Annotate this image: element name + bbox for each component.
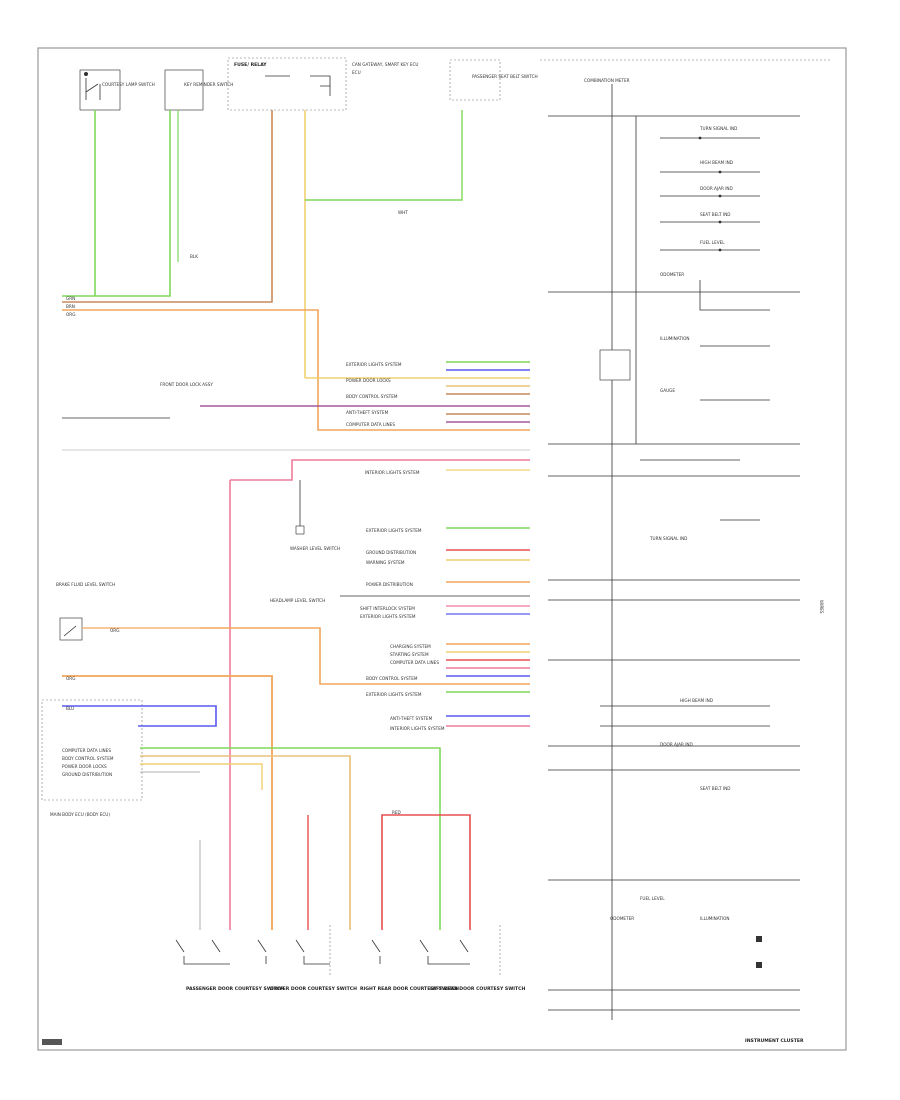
svg-text:ORG: ORG — [110, 628, 119, 633]
can-gateway-box: CAN GATEWAY, SMART KEY ECU ECU — [352, 62, 418, 75]
svg-text:BODY CONTROL SYSTEM: BODY CONTROL SYSTEM — [62, 756, 114, 761]
svg-text:KEY REMINDER SWITCH: KEY REMINDER SWITCH — [184, 82, 233, 87]
svg-text:BODY CONTROL SYSTEM: BODY CONTROL SYSTEM — [346, 394, 398, 399]
svg-text:ILLUMINATION: ILLUMINATION — [660, 336, 690, 341]
svg-text:PASSENGER DOOR COURTESY SWITCH: PASSENGER DOOR COURTESY SWITCH — [186, 986, 284, 992]
courtesy-lamp-switch: COURTESY LAMP SWITCH — [79, 69, 155, 111]
svg-text:ECU: ECU — [352, 70, 361, 75]
svg-text:MAIN BODY ECU (BODY ECU): MAIN BODY ECU (BODY ECU) — [50, 812, 110, 817]
door-switches: PASSENGER DOOR COURTESY SWITCH DRIVER DO… — [175, 925, 525, 992]
svg-text:HEADLAMP LEVEL SWITCH: HEADLAMP LEVEL SWITCH — [270, 598, 325, 603]
key-reminder-switch: KEY REMINDER SWITCH — [164, 69, 233, 111]
svg-text:FRONT DOOR LOCK ASSY: FRONT DOOR LOCK ASSY — [160, 382, 213, 387]
top-left-wires: GRN BRN ORG BLK WHT — [62, 110, 530, 431]
svg-text:DRIVER DOOR COURTESY SWITCH: DRIVER DOOR COURTESY SWITCH — [270, 986, 357, 992]
svg-text:LEFT REAR DOOR COURTESY SWITCH: LEFT REAR DOOR COURTESY SWITCH — [430, 986, 525, 992]
svg-text:BODY CONTROL SYSTEM: BODY CONTROL SYSTEM — [366, 676, 418, 681]
lower-bus: CHARGING SYSTEM STARTING SYSTEM COMPUTER… — [366, 643, 530, 731]
svg-text:DOOR AJAR IND: DOOR AJAR IND — [700, 186, 733, 191]
svg-text:TURN SIGNAL IND: TURN SIGNAL IND — [699, 126, 737, 131]
svg-text:INTERIOR LIGHTS SYSTEM: INTERIOR LIGHTS SYSTEM — [390, 726, 445, 731]
svg-text:BRAKE FLUID LEVEL SWITCH: BRAKE FLUID LEVEL SWITCH — [56, 582, 115, 587]
svg-text:WARNING SYSTEM: WARNING SYSTEM — [366, 560, 405, 565]
svg-text:EXTERIOR LIGHTS SYSTEM: EXTERIOR LIGHTS SYSTEM — [366, 528, 422, 533]
pink-wire-loop: INTERIOR LIGHTS SYSTEM WASHER LEVEL SWIT… — [229, 459, 530, 930]
svg-text:DOOR AJAR IND: DOOR AJAR IND — [660, 742, 693, 747]
svg-text:FUSE/ RELAY: FUSE/ RELAY — [234, 62, 267, 68]
svg-text:BLU: BLU — [66, 706, 74, 711]
svg-text:EXTERIOR LIGHTS SYSTEM: EXTERIOR LIGHTS SYSTEM — [366, 692, 422, 697]
svg-text:RIGHT REAR DOOR COURTESY SWITC: RIGHT REAR DOOR COURTESY SWITCH — [360, 986, 459, 992]
center-bus-lines: EXTERIOR LIGHTS SYSTEM POWER DOOR LOCKS … — [62, 361, 530, 451]
svg-text:EXTERIOR LIGHTS SYSTEM: EXTERIOR LIGHTS SYSTEM — [346, 362, 402, 367]
svg-text:GROUND DISTRIBUTION: GROUND DISTRIBUTION — [62, 772, 112, 777]
main-body-ecu: BLU ORG COMPUTER DATA LINES BODY CONTROL… — [41, 675, 441, 930]
svg-text:GROUND DISTRIBUTION: GROUND DISTRIBUTION — [366, 550, 416, 555]
svg-text:ORG: ORG — [66, 676, 75, 681]
svg-text:GAUGE: GAUGE — [660, 388, 675, 393]
svg-text:COURTESY LAMP SWITCH: COURTESY LAMP SWITCH — [102, 82, 155, 87]
logo-mark — [42, 1039, 62, 1045]
passenger-seat-belt-switch: PASSENGER SEAT BELT SWITCH — [449, 59, 538, 101]
svg-text:BRN: BRN — [66, 304, 75, 309]
svg-text:SEAT BELT IND: SEAT BELT IND — [700, 786, 731, 791]
svg-text:ILLUMINATION: ILLUMINATION — [700, 916, 730, 921]
brake-fluid-level-switch: BRAKE FLUID LEVEL SWITCH ORG — [56, 582, 530, 685]
svg-text:EXTERIOR LIGHTS SYSTEM: EXTERIOR LIGHTS SYSTEM — [360, 614, 416, 619]
svg-text:GRN: GRN — [66, 296, 75, 301]
svg-text:CHARGING SYSTEM: CHARGING SYSTEM — [390, 644, 431, 649]
svg-text:ANTI-THEFT SYSTEM: ANTI-THEFT SYSTEM — [390, 716, 433, 721]
svg-text:COMBINATION METER: COMBINATION METER — [584, 78, 630, 83]
svg-text:POWER DOOR LOCKS: POWER DOOR LOCKS — [62, 764, 107, 769]
svg-text:POWER DOOR LOCKS: POWER DOOR LOCKS — [346, 378, 391, 383]
svg-text:INTERIOR LIGHTS SYSTEM: INTERIOR LIGHTS SYSTEM — [365, 470, 420, 475]
svg-text:POWER DISTRIBUTION: POWER DISTRIBUTION — [366, 582, 413, 587]
svg-text:WIRES: WIRES — [819, 600, 824, 614]
fuse-relay-box: FUSE/ RELAY — [227, 57, 347, 111]
rear-door-wires: RED — [199, 810, 471, 930]
svg-text:STARTING SYSTEM: STARTING SYSTEM — [390, 652, 429, 657]
svg-text:CAN GATEWAY, SMART KEY ECU: CAN GATEWAY, SMART KEY ECU — [352, 62, 418, 67]
svg-text:HIGH BEAM IND: HIGH BEAM IND — [700, 160, 733, 165]
svg-text:ANTI-THEFT SYSTEM: ANTI-THEFT SYSTEM — [346, 410, 389, 415]
instrument-cluster-panel: COMBINATION METER TURN SIGNAL IND HIGH B… — [540, 59, 830, 1020]
svg-text:FUEL LEVEL: FUEL LEVEL — [700, 240, 725, 245]
svg-text:FUEL LEVEL: FUEL LEVEL — [640, 896, 665, 901]
svg-text:SHIFT INTERLOCK SYSTEM: SHIFT INTERLOCK SYSTEM — [360, 606, 415, 611]
middle-bus: EXTERIOR LIGHTS SYSTEM GROUND DISTRIBUTI… — [270, 527, 530, 619]
svg-text:HIGH BEAM IND: HIGH BEAM IND — [680, 698, 713, 703]
svg-text:BLK: BLK — [190, 254, 198, 259]
svg-text:TURN SIGNAL IND: TURN SIGNAL IND — [649, 536, 687, 541]
svg-text:WASHER LEVEL SWITCH: WASHER LEVEL SWITCH — [290, 546, 340, 551]
svg-text:COMPUTER DATA LINES: COMPUTER DATA LINES — [390, 660, 439, 665]
svg-text:PASSENGER SEAT BELT SWITCH: PASSENGER SEAT BELT SWITCH — [472, 74, 538, 79]
footer-label: INSTRUMENT CLUSTER — [745, 1038, 804, 1044]
svg-text:SEAT BELT IND: SEAT BELT IND — [700, 212, 731, 217]
diagram-frame — [37, 47, 847, 1051]
svg-text:RED: RED — [392, 810, 401, 815]
svg-text:WHT: WHT — [398, 210, 408, 215]
svg-text:ODOMETER: ODOMETER — [610, 916, 634, 921]
svg-text:ORG: ORG — [66, 312, 75, 317]
svg-text:COMPUTER DATA LINES: COMPUTER DATA LINES — [62, 748, 111, 753]
svg-text:ODOMETER: ODOMETER — [660, 272, 684, 277]
svg-text:COMPUTER DATA LINES: COMPUTER DATA LINES — [346, 422, 395, 427]
